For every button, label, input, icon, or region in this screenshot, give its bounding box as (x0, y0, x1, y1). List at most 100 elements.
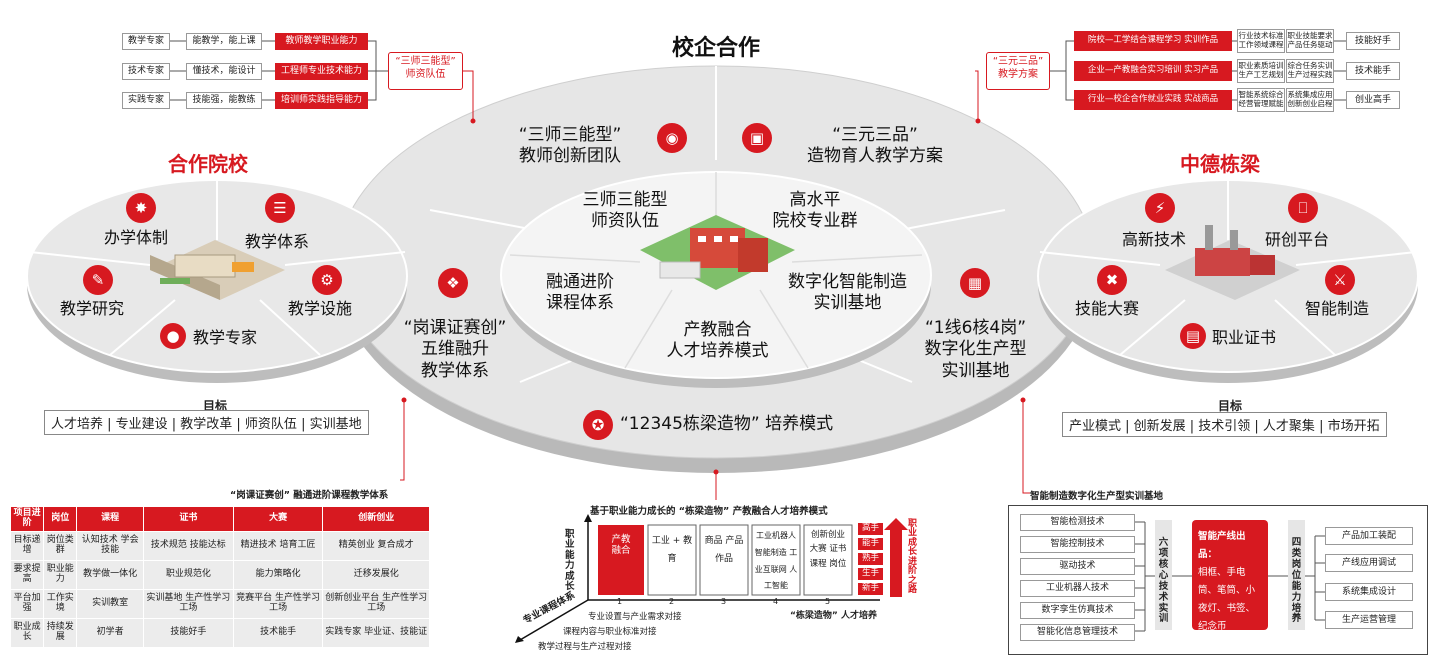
inner-top-right-line1: 高水平 (789, 190, 841, 210)
factory-illustration (1165, 225, 1300, 300)
tl-role-3: 实践专家 (122, 92, 170, 109)
tr-b-1: 职业技能要求 产品任务驱动 (1286, 29, 1334, 53)
bm-ladder-1: 高手 (858, 523, 883, 535)
tr-result-1: 技能好手 (1346, 32, 1400, 50)
bm-num-3: 3 (721, 597, 727, 606)
left-item-2: 教学体系 (245, 232, 310, 251)
table-cell: 初学者 (76, 618, 144, 648)
left-item-4: 教学设施 (288, 299, 353, 318)
table-cell: 职业规范化 (142, 560, 234, 590)
table-cell: 能力策略化 (232, 560, 324, 590)
table-cell: 迁移发展化 (322, 560, 430, 590)
idea-bulb-icon: ✪ (583, 410, 613, 440)
right-item-2: 研创平台 (1265, 230, 1330, 249)
br-caption: 智能制造数字化生产型实训基地 (1030, 491, 1164, 502)
bm-caption: 基于职业能力成长的 “栋梁造物” 产教融合人才培养模式 (590, 506, 828, 517)
bm-right-axis: 职业成长进阶之路 (908, 519, 918, 596)
table-cell: 实训教室 (76, 589, 144, 619)
outer-top-left-line1: “三师三能型” (518, 125, 622, 145)
inner-bottom-line1: 产教融合 (683, 320, 752, 340)
br-tech-4: 工业机器人技术 (1020, 580, 1135, 597)
bl-header: 项目进阶 (9, 506, 45, 532)
robot-arm-icon: ⚔ (1325, 265, 1355, 295)
tl-role-2: 技术专家 (122, 63, 170, 80)
inner-top-right-line2: 院校专业群 (772, 211, 858, 232)
table-row: 目标递增 岗位类群 认知技术 学会技能 技术规范 技能达标 精进技术 培育工匠 … (9, 531, 430, 561)
br-frame (1008, 505, 1428, 655)
tl-desc-3: 技能强，能教练 (186, 92, 262, 109)
tl-callout-line1: “三师三能型” (395, 56, 456, 67)
inner-left-line2: 课程体系 (546, 293, 614, 314)
team-icon: ◉ (657, 123, 687, 153)
puzzle-icon: ❖ (438, 268, 468, 298)
bm-stage-1: 产教融合 (611, 534, 631, 557)
outer-right-line2: 数字化生产型 (924, 339, 1027, 360)
research-doc-icon: ✎ (83, 265, 113, 295)
bm-num-5: 5 (825, 597, 831, 606)
bl-header-row: 项目进阶 岗位 课程 证书 大赛 创新创业 (9, 506, 430, 532)
inner-bottom-line2: 人才培养模式 (666, 341, 769, 362)
outer-top-right: “三元三品” 造物育人教学方案 (790, 125, 960, 168)
outer-top-right-line2: 造物育人教学方案 (807, 146, 943, 167)
bm-align-2: 课程内容与职业标准对接 (563, 627, 657, 637)
table-cell: 认知技术 学会技能 (76, 531, 144, 561)
tr-callout-line2: 教学方案 (998, 69, 1038, 80)
tr-path-2: 企业—产教融合实习培训 实习产品 (1074, 61, 1232, 81)
outer-left: “岗课证赛创” 五维融升 教学体系 (390, 318, 520, 382)
br-post-2: 产线应用调试 (1325, 554, 1413, 572)
bm-num-1: 1 (617, 597, 623, 606)
left-goal-text: 人才培养 | 专业建设 | 教学改革 | 师资队伍 | 实训基地 (44, 410, 369, 435)
book-icon: ☰ (265, 193, 295, 223)
inner-right-line2: 实训基地 (813, 293, 882, 314)
bm-ladder-3: 熟手 (858, 553, 883, 565)
tr-b-3: 系统集成应用 创新创业启程 (1286, 88, 1334, 112)
br-core-label: 六项核心技术实训 (1155, 520, 1172, 630)
table-cell: 实训基地 生产性学习工场 (142, 589, 234, 619)
left-item-1: 办学体制 (104, 228, 169, 247)
br-products-box: 智能产线出品： 相框、手电筒、笔筒、小夜灯、书签、纪念币 (1192, 520, 1268, 632)
school-building-illustration (150, 240, 285, 300)
right-goal-text: 产业模式 | 创新发展 | 技术引领 | 人才聚集 | 市场开拓 (1062, 412, 1387, 437)
tr-path-3: 行业—校企合作就业实践 实战商品 (1074, 90, 1232, 110)
table-row: 平台加强 工作实境 实训教室 实训基地 生产性学习工场 竞赛平台 生产性学习工场… (9, 589, 430, 619)
tl-callout-line2: 师资队伍 (405, 69, 446, 80)
inner-bottom: 产教融合 人才培养模式 (655, 320, 780, 363)
tr-a-1: 行业技术标准 工作领域课程 (1237, 29, 1285, 53)
br-tech-2: 智能控制技术 (1020, 536, 1135, 553)
outer-bottom: “12345栋梁造物” 培养模式 (620, 414, 834, 434)
inner-right: 数字化智能制造 实训基地 (775, 272, 920, 315)
left-item-5: 教学专家 (193, 328, 258, 347)
laptop-icon: ⎕ (1288, 193, 1318, 223)
bm-ladder-5: 新手 (858, 583, 883, 595)
outer-left-line2: 五维融升 (421, 339, 489, 360)
tl-ability-2: 工程师专业技术能力 (275, 63, 368, 80)
br-products: 相框、手电筒、笔筒、小夜灯、书签、纪念币 (1198, 567, 1256, 633)
experts-icon: ● (160, 323, 186, 349)
teacher-board-icon: ▣ (742, 123, 772, 153)
bm-align-1: 专业设置与产业需求对接 (588, 612, 682, 622)
building-icon: ▦ (960, 268, 990, 298)
table-cell: 持续发展 (43, 618, 78, 648)
right-company-heading: 中德栋梁 (1180, 152, 1260, 176)
table-row: 要求提高 职业能力 教学做一体化 职业规范化 能力策略化 迁移发展化 (9, 560, 430, 590)
bm-stage-3: 商品 产品 作品 (704, 536, 744, 564)
right-item-4: 智能制造 (1305, 299, 1370, 318)
right-goal-heading: 目标 (1217, 399, 1242, 413)
outer-top-left-line2: 教师创新团队 (519, 146, 621, 167)
tr-callout-line1: “三元三品” (992, 56, 1044, 67)
br-post-4: 生产运营管理 (1325, 611, 1413, 629)
bm-stage-2: 工业 + 教育 (651, 536, 693, 564)
inner-right-line1: 数字化智能制造 (788, 272, 907, 292)
network-icon: ✸ (126, 193, 156, 223)
tr-b-2: 综合任务实训 生产过程实践 (1286, 59, 1334, 83)
br-post-label: 四类岗位能力培养 (1288, 520, 1305, 630)
tl-ability-3: 培训师实践指导能力 (275, 92, 368, 109)
campus-illustration (640, 215, 795, 290)
table-cell: 工作实境 (43, 589, 78, 619)
br-tech-3: 驱动技术 (1020, 558, 1135, 575)
table-cell: 技术能手 (232, 618, 324, 648)
tr-result-2: 技术能手 (1346, 62, 1400, 80)
bl-header: 证书 (142, 506, 234, 532)
right-item-1: 高新技术 (1122, 230, 1187, 249)
